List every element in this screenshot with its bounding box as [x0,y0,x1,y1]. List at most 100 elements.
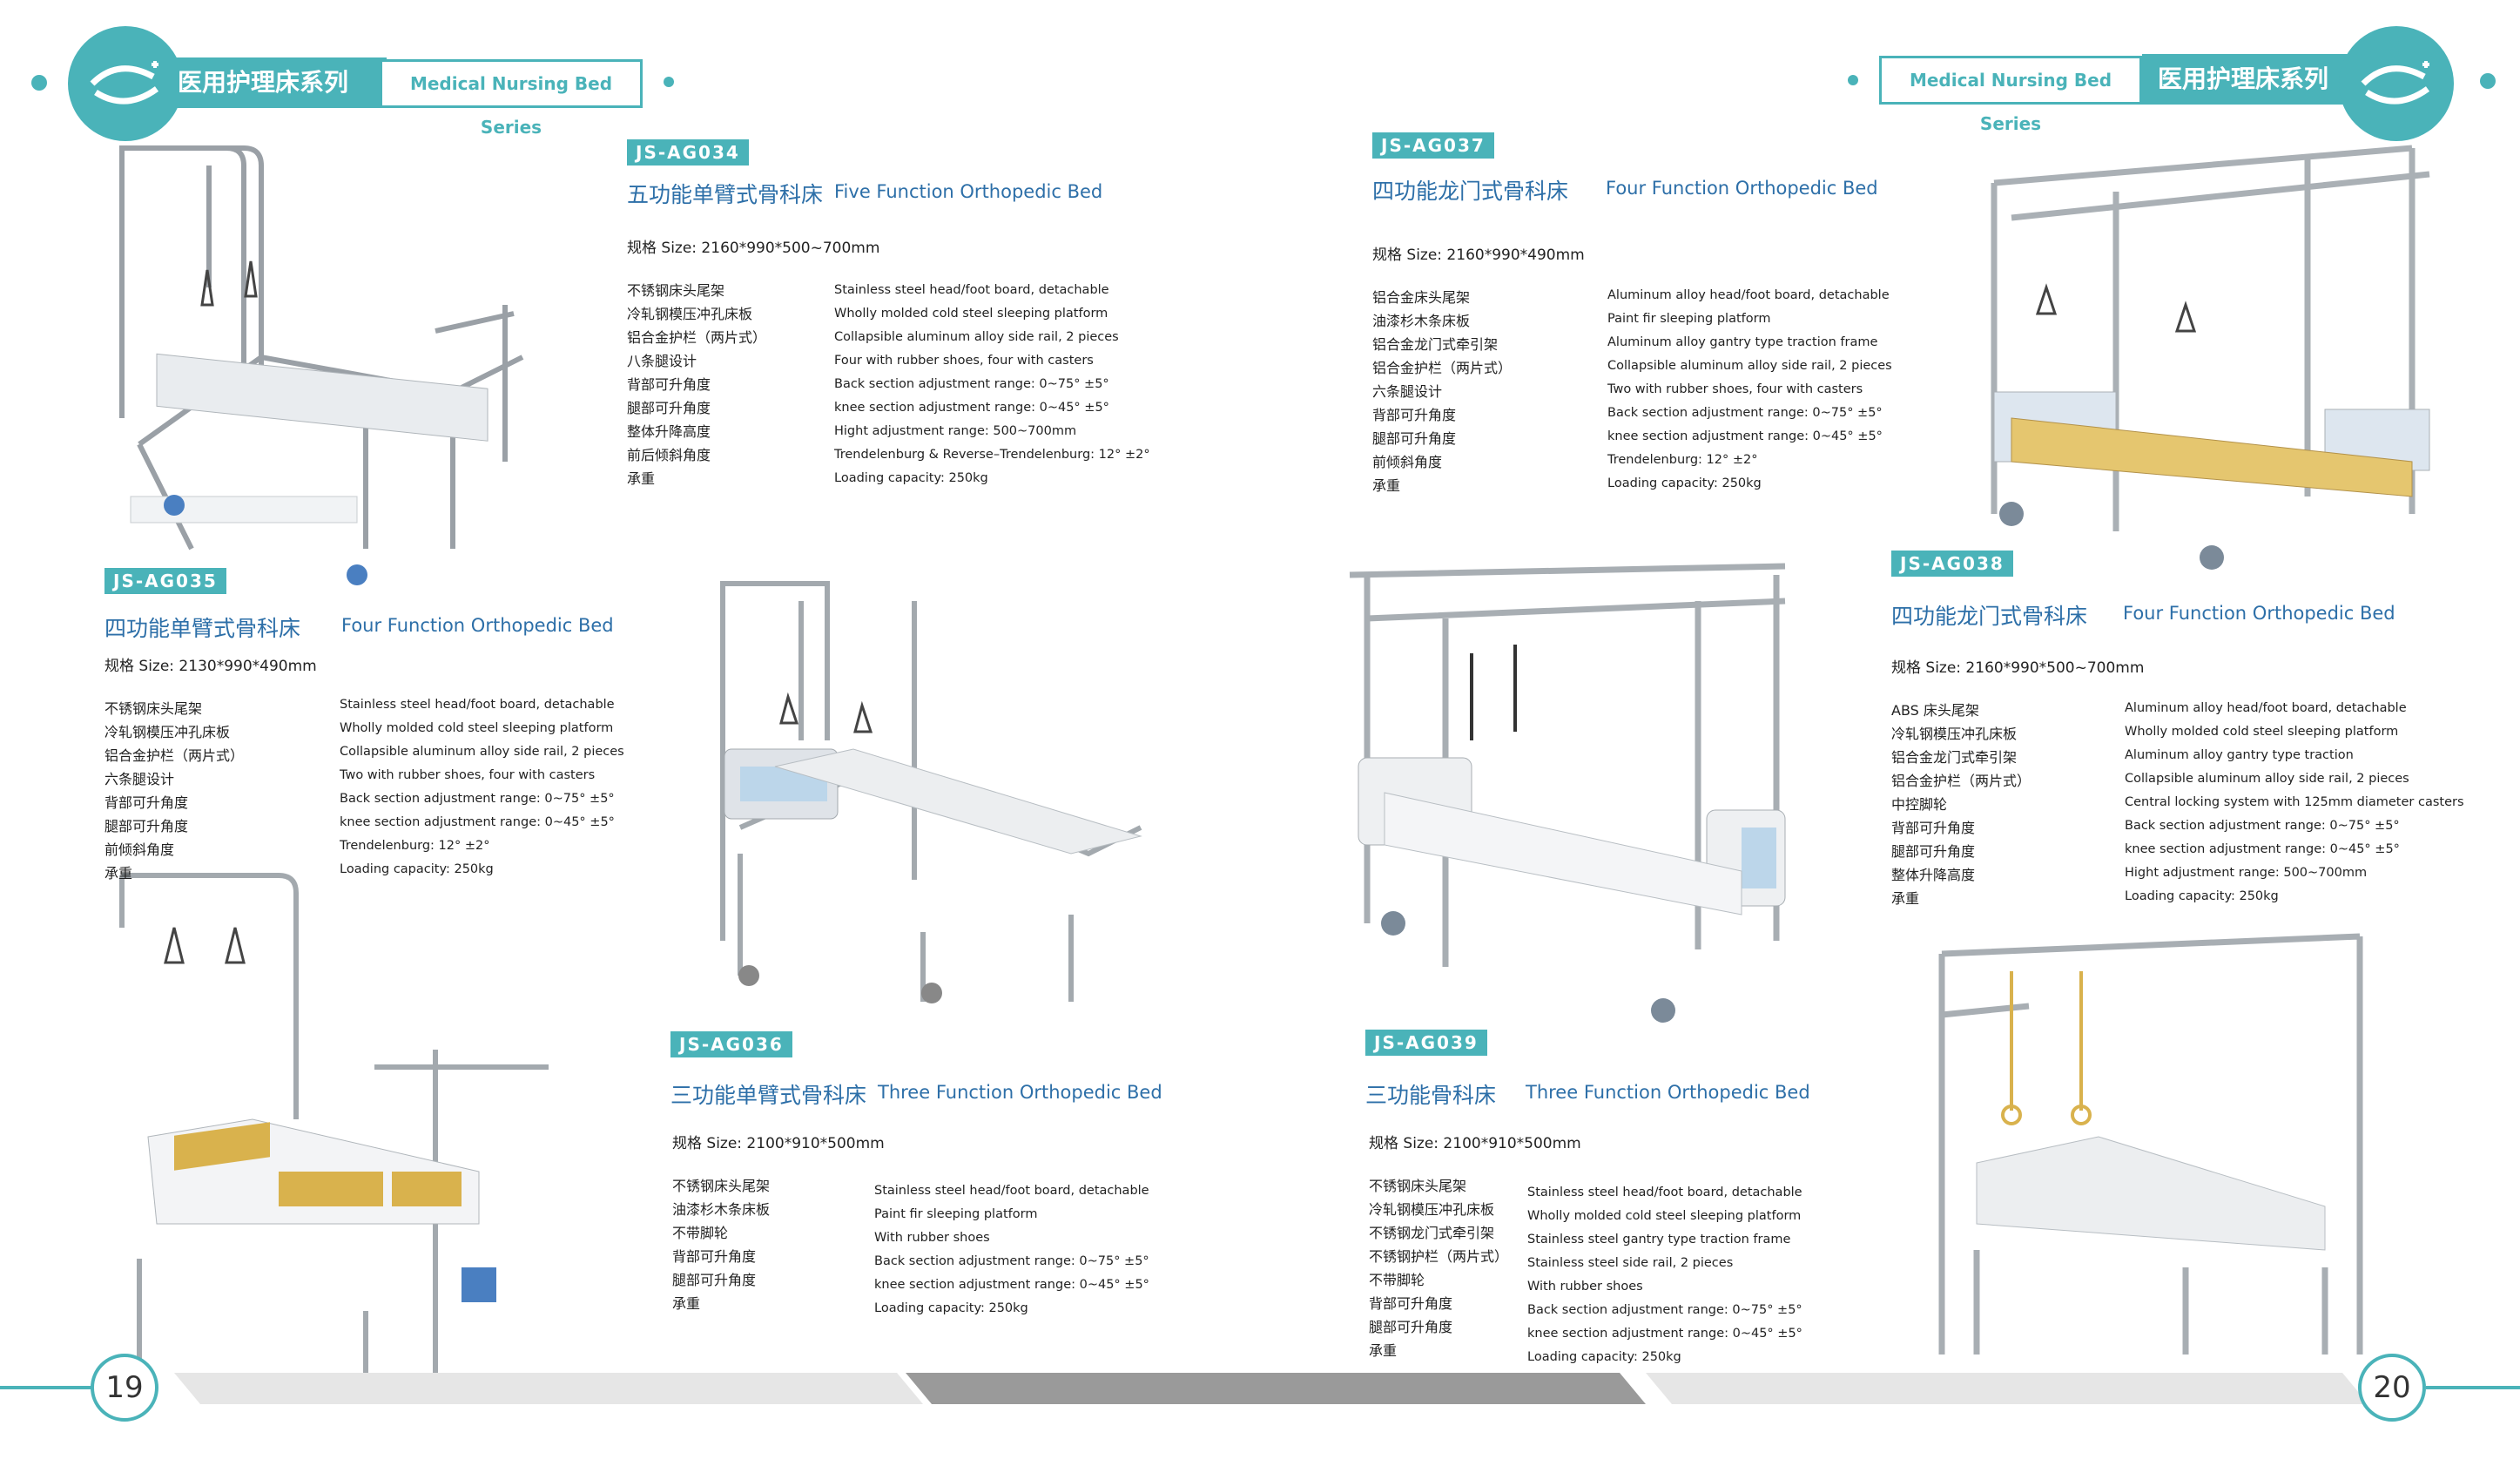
spec-en: Hight adjustment range: 500~700mm [2125,866,2368,880]
spec-en: Aluminum alloy gantry type traction fram… [1607,335,1878,349]
spec-cn: 承重 [1372,477,1401,494]
product-size-ag037: 规格 Size: 2160*990*490mm [1372,247,1585,264]
spec-cn: 不锈钢床头尾架 [627,282,725,299]
spec-en: Aluminum alloy head/foot board, detachab… [1607,288,1890,302]
spec-en: Back section adjustment range: 0~75° ±5° [834,377,1109,391]
bed-image-ag037 [1991,145,2430,570]
spec-en: Collapsible aluminum alloy side rail, 2 … [834,330,1119,344]
product-code-ag037: JS-AG037 [1372,132,1494,159]
spec-cn: 腿部可升角度 [104,818,189,834]
spec-list-en-ag038: Aluminum alloy head/foot board, detachab… [2125,697,2464,909]
spec-cn: 铝合金护栏（两片式） [627,329,767,346]
header-dot-right [2480,73,2496,89]
spec-list-en-ag039: Stainless steel head/foot board, detacha… [1527,1181,1802,1369]
header-series-cn-right: 医用护理床系列 [2142,54,2367,105]
spec-list-cn-ag035: 不锈钢床头尾架 冷轧钢模压冲孔床板 铝合金护栏（两片式） 六条腿设计 背部可升角… [104,697,244,885]
spec-cn: 前后倾斜角度 [627,447,711,463]
spec-en: Aluminum alloy gantry type traction [2125,748,2354,762]
header-dot-right-small [1848,75,1858,85]
header-series-cn-left: 医用护理床系列 [165,57,387,108]
product-size-ag036: 规格 Size: 2100*910*500mm [672,1135,885,1152]
spec-cn: 不锈钢龙门式牵引架 [1369,1225,1495,1241]
spec-cn: 六条腿设计 [104,771,175,787]
spec-cn: 承重 [1891,890,1920,907]
product-code-ag035: JS-AG035 [104,568,226,594]
spec-cn: 背部可升角度 [104,794,189,811]
brand-logo-right [2339,26,2454,141]
product-title-en-ag038: Four Function Orthopedic Bed [2123,603,2395,624]
spec-en: Collapsible aluminum alloy side rail, 2 … [340,745,624,759]
footer-line-right [2426,1386,2520,1389]
spec-cn: 不锈钢护栏（两片式） [1369,1248,1509,1265]
spec-en: Loading capacity: 250kg [1607,476,1762,490]
product-title-cn-ag035: 四功能单臂式骨科床 [104,616,301,641]
spec-en: Stainless steel head/foot board, detacha… [834,283,1109,297]
spec-cn: ABS 床头尾架 [1891,702,1979,719]
spec-en: knee section adjustment range: 0~45° ±5° [1607,429,1883,443]
product-title-en-ag035: Four Function Orthopedic Bed [341,615,614,636]
spec-en: Wholly molded cold steel sleeping platfo… [340,721,614,735]
header-dot-left-small [664,77,674,87]
spec-en: Paint fir sleeping platform [1607,312,1771,326]
spec-list-en-ag037: Aluminum alloy head/foot board, detachab… [1607,284,1892,496]
spec-en: Loading capacity: 250kg [2125,889,2279,903]
spec-en: Two with rubber shoes, four with casters [340,768,596,782]
product-size-ag038: 规格 Size: 2160*990*500~700mm [1891,659,2145,677]
spec-en: Aluminum alloy head/foot board, detachab… [2125,701,2407,715]
bed-image-ag038 [1349,563,1786,1023]
spec-en: Back section adjustment range: 0~75° ±5° [1527,1303,1802,1317]
spec-en: Hight adjustment range: 500~700mm [834,424,1077,438]
page-number-left: 19 [91,1354,158,1422]
product-title-en-ag034: Five Function Orthopedic Bed [834,181,1103,202]
spec-en: knee section adjustment range: 0~45° ±5° [340,815,615,829]
spec-en: knee section adjustment range: 0~45° ±5° [2125,842,2400,856]
spec-en: Four with rubber shoes, four with caster… [834,354,1094,368]
logo-icon [90,61,159,105]
spec-en: Wholly molded cold steel sleeping platfo… [1527,1209,1802,1223]
header-series-en-right: Medical Nursing Bed Series [1879,56,2142,134]
spec-cn: 腿部可升角度 [672,1272,757,1288]
spec-en: Stainless steel side rail, 2 pieces [1527,1256,1734,1270]
spec-en: Back section adjustment range: 0~75° ±5° [340,792,615,806]
product-size-ag035: 规格 Size: 2130*990*490mm [104,658,317,675]
spec-cn: 承重 [104,865,133,882]
product-title-cn-ag039: 三功能骨科床 [1365,1083,1497,1108]
spec-cn: 腿部可升角度 [1891,843,1976,860]
spec-en: Collapsible aluminum alloy side rail, 2 … [2125,772,2409,786]
spec-en: Trendelenburg: 12° ±2° [340,839,490,853]
header-dot-left [31,75,47,91]
product-title-cn-ag038: 四功能龙门式骨科床 [1891,604,2088,629]
spec-en: Wholly molded cold steel sleeping platfo… [834,307,1108,321]
bed-image-ag039 [1938,933,2363,1355]
product-size-ag034: 规格 Size: 2160*990*500~700mm [627,240,880,257]
spec-cn: 腿部可升角度 [1369,1319,1453,1335]
logo-icon [2361,61,2430,105]
spec-cn: 八条腿设计 [627,353,697,369]
brand-logo-left [68,26,183,141]
spec-en: Two with rubber shoes, four with casters [1607,382,1863,396]
spec-cn: 背部可升角度 [1369,1295,1453,1312]
spec-cn: 不锈钢床头尾架 [104,700,203,717]
spec-en: Back section adjustment range: 0~75° ±5° [874,1254,1149,1268]
spec-en: Back section adjustment range: 0~75° ±5° [2125,819,2400,833]
product-title-en-ag037: Four Function Orthopedic Bed [1606,178,1878,199]
product-code-ag038: JS-AG038 [1891,551,2013,577]
spec-list-en-ag036: Stainless steel head/foot board, detacha… [874,1179,1149,1321]
spec-list-cn-ag036: 不锈钢床头尾架 油漆杉木条床板 不带脚轮 背部可升角度 腿部可升角度 承重 [672,1174,770,1315]
spec-cn: 冷轧钢模压冲孔床板 [104,724,231,740]
spec-en: Wholly molded cold steel sleeping platfo… [2125,725,2399,739]
spec-cn: 油漆杉木条床板 [1372,313,1471,329]
spec-cn: 腿部可升角度 [627,400,711,416]
spec-en: Central locking system with 125mm diamet… [2125,795,2464,809]
spec-en: With rubber shoes [874,1231,990,1245]
spec-list-cn-ag039: 不锈钢床头尾架 冷轧钢模压冲孔床板 不锈钢龙门式牵引架 不锈钢护栏（两片式） 不… [1369,1174,1508,1362]
spec-list-en-ag035: Stainless steel head/foot board, detacha… [340,693,624,882]
spec-cn: 整体升降高度 [1891,867,1976,883]
header-series-en-left: Medical Nursing Bed Series [380,59,643,138]
spec-en: Trendelenburg & Reverse–Trendelenburg: 1… [834,448,1150,462]
footer-stripes [174,1373,2368,1404]
spec-cn: 铝合金龙门式牵引架 [1372,336,1499,353]
spec-en: Stainless steel head/foot board, detacha… [1527,1186,1802,1199]
spec-en: knee section adjustment range: 0~45° ±5° [834,401,1109,415]
product-title-en-ag036: Three Function Orthopedic Bed [878,1082,1162,1103]
